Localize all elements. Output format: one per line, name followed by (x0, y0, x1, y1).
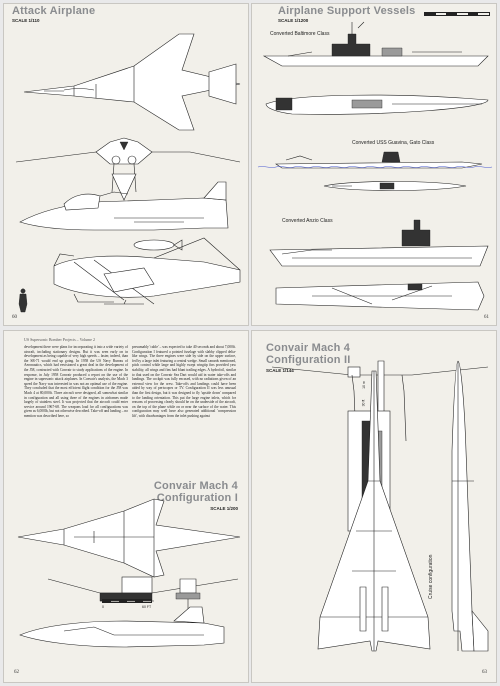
figure-title-line1: Convair Mach 4 (266, 342, 351, 354)
scale-bar-label-end: 60 FT (142, 605, 152, 609)
scale-bar-62 (102, 599, 152, 603)
anzio-class-side (269, 219, 489, 267)
attack-airplane-front-view (15, 137, 241, 201)
pilot-figure (18, 288, 28, 313)
page-number: 61 (484, 315, 489, 320)
attack-airplane-top-view (23, 33, 241, 131)
page-title: Airplane Support Vessels (278, 5, 416, 17)
figure-title-line2: Configuration I (156, 492, 238, 504)
mach4-config1-side-view (19, 606, 225, 648)
attack-airplane-landing-view (53, 237, 241, 305)
text-column-2: presumably 'cable' – was expected to tak… (132, 345, 236, 418)
side-label-cruise: Cruise configuration (428, 554, 434, 599)
text-column-1: development there were plans for incorpo… (24, 345, 128, 418)
anzio-class-top (275, 281, 485, 311)
scale-bar (424, 12, 490, 16)
figure-title-line1: Convair Mach 4 (153, 480, 238, 492)
page-63: Convair Mach 4 Configuration II SCALE 1/… (251, 330, 497, 683)
mach4-config2-top-view (317, 370, 431, 652)
page-number: 60 (12, 315, 17, 320)
guavina-submarine-side (257, 151, 493, 169)
baltimore-class-top (265, 94, 489, 115)
page-number: 62 (14, 670, 19, 675)
label-guavina: Converted USS Guavina, Gato Class (352, 140, 435, 146)
scale-note: SCALE 1/110 (12, 18, 40, 23)
page-title: Attack Airplane (12, 5, 96, 17)
label-baltimore: Converted Baltimore Class (270, 31, 330, 37)
label-anzio: Converted Anzio Class (282, 218, 333, 224)
page-60: Attack Airplane SCALE 1/110 (3, 3, 249, 326)
baltimore-class-side (262, 21, 489, 67)
page-61: Airplane Support Vessels SCALE 1/1200 Co… (251, 3, 497, 326)
scale-note: SCALE 1/1200 (278, 18, 309, 23)
page-number: 63 (482, 670, 487, 675)
mach4-config1-top-view (17, 498, 241, 578)
scale-bar-label-0: 0 (102, 605, 104, 609)
running-head: US Supersonic Bomber Projects – Volume 2 (24, 337, 95, 342)
figure-title-line2: Configuration II (266, 354, 351, 366)
guavina-submarine-top (323, 181, 467, 191)
scale-note: SCALE 1/200 (210, 506, 238, 511)
page-62: US Supersonic Bomber Projects – Volume 2… (3, 330, 249, 683)
attack-airplane-side-view (19, 181, 229, 231)
mach4-config2-side-view (451, 360, 489, 652)
scale-note: SCALE 1/144 (266, 368, 294, 373)
